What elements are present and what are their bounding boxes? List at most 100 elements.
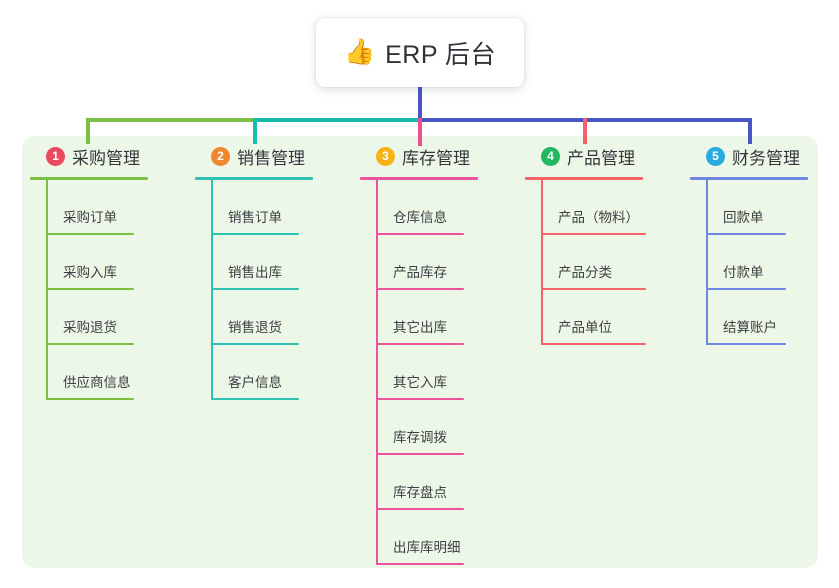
- thumbs-up-icon: 👍: [343, 38, 376, 66]
- branch-item-list: 仓库信息产品库存其它出库其它入库库存调拨库存盘点出库库明细: [360, 180, 512, 565]
- branch-item-label: 结算账户: [723, 320, 777, 335]
- branch-item-rule: [211, 233, 299, 235]
- branch-item-rule: [541, 233, 646, 235]
- branch-header-rule: [690, 177, 808, 180]
- branch-item[interactable]: 结算账户: [690, 290, 820, 345]
- branch-header-5[interactable]: 5 财务管理: [690, 143, 820, 169]
- branch-item[interactable]: 销售出库: [195, 235, 347, 290]
- branch-item-rule: [211, 343, 299, 345]
- root-node-title: ERP 后台: [385, 40, 497, 69]
- branch-item[interactable]: 销售订单: [195, 180, 347, 235]
- branch-item[interactable]: 其它出库: [360, 290, 512, 345]
- branch-item-rule: [46, 288, 134, 290]
- branch-item-label: 其它入库: [393, 375, 447, 390]
- branch-item-label: 采购退货: [63, 320, 117, 335]
- branch-item[interactable]: 出库库明细: [360, 510, 512, 565]
- branch-item-label: 库存盘点: [393, 485, 447, 500]
- branch-item-rule: [376, 343, 464, 345]
- branch-item-rule: [46, 398, 134, 400]
- branch-item-rule: [376, 453, 464, 455]
- branch-item[interactable]: 产品分类: [525, 235, 685, 290]
- branch-column-2: 2 销售管理销售订单销售出库销售退货客户信息: [195, 143, 347, 400]
- branch-item[interactable]: 客户信息: [195, 345, 347, 400]
- branch-item[interactable]: 销售退货: [195, 290, 347, 345]
- branch-item-rule: [376, 233, 464, 235]
- branch-item-rule: [706, 233, 786, 235]
- branch-item[interactable]: 采购退货: [30, 290, 182, 345]
- branch-item-label: 回款单: [723, 210, 764, 225]
- branch-item-label: 产品（物料）: [558, 210, 639, 225]
- connector-drop-3: [418, 118, 422, 146]
- branch-item-list: 回款单付款单结算账户: [690, 180, 820, 345]
- branch-item[interactable]: 产品（物料）: [525, 180, 685, 235]
- branch-title: 财务管理: [732, 148, 800, 168]
- connector-drop-2: [253, 118, 257, 144]
- branch-item-list: 产品（物料） 产品分类产品单位: [525, 180, 685, 345]
- branch-item[interactable]: 付款单: [690, 235, 820, 290]
- branch-item-rule: [706, 343, 786, 345]
- branch-item[interactable]: 采购订单: [30, 180, 182, 235]
- branch-spine: [376, 180, 378, 565]
- branch-number-badge: 5: [706, 146, 725, 166]
- branch-title: 销售管理: [237, 148, 305, 168]
- connector-drop-1: [86, 118, 90, 144]
- branch-item-label: 采购入库: [63, 265, 117, 280]
- branch-panel-background: [22, 136, 818, 568]
- branch-item-list: 采购订单采购入库采购退货供应商信息: [30, 180, 182, 400]
- branch-item-rule: [376, 508, 464, 510]
- connector-drop-5: [748, 118, 752, 144]
- branch-number-badge: 1: [46, 146, 65, 166]
- branch-item-rule: [211, 398, 299, 400]
- branch-item-label: 产品单位: [558, 320, 612, 335]
- branch-item[interactable]: 供应商信息: [30, 345, 182, 400]
- branch-item-label: 客户信息: [228, 375, 282, 390]
- branch-item-label: 出库库明细: [393, 540, 461, 555]
- branch-title: 库存管理: [402, 148, 470, 168]
- branch-header-2[interactable]: 2 销售管理: [195, 143, 347, 169]
- branch-item[interactable]: 回款单: [690, 180, 820, 235]
- branch-item-list: 销售订单销售出库销售退货客户信息: [195, 180, 347, 400]
- branch-spine: [211, 180, 213, 400]
- branch-spine: [46, 180, 48, 400]
- branch-number-badge: 4: [541, 146, 560, 166]
- branch-item-rule: [541, 343, 646, 345]
- branch-item-rule: [706, 288, 786, 290]
- branch-item-rule: [376, 288, 464, 290]
- branch-item-rule: [376, 563, 464, 565]
- connector-bus-teal: [253, 118, 421, 122]
- branch-number-badge: 2: [211, 146, 230, 166]
- branch-item-rule: [211, 288, 299, 290]
- branch-header-rule: [360, 177, 478, 180]
- branch-column-5: 5 财务管理回款单付款单结算账户: [690, 143, 820, 345]
- branch-header-rule: [195, 177, 313, 180]
- branch-header-rule: [525, 177, 643, 180]
- root-node[interactable]: 👍 ERP 后台: [316, 18, 524, 87]
- branch-item-rule: [376, 398, 464, 400]
- branch-item-label: 销售出库: [228, 265, 282, 280]
- branch-item[interactable]: 仓库信息: [360, 180, 512, 235]
- branch-spine: [706, 180, 708, 345]
- branch-number-badge: 3: [376, 146, 395, 166]
- branch-item[interactable]: 采购入库: [30, 235, 182, 290]
- branch-item-label: 供应商信息: [63, 375, 131, 390]
- branch-item-label: 付款单: [723, 265, 764, 280]
- branch-item[interactable]: 库存调拨: [360, 400, 512, 455]
- connector-drop-4: [583, 118, 587, 144]
- branch-column-3: 3 库存管理仓库信息产品库存其它出库其它入库库存调拨库存盘点出库库明细: [360, 143, 512, 565]
- branch-header-rule: [30, 177, 148, 180]
- branch-item-label: 销售订单: [228, 210, 282, 225]
- branch-item[interactable]: 产品单位: [525, 290, 685, 345]
- branch-item[interactable]: 产品库存: [360, 235, 512, 290]
- branch-item[interactable]: 库存盘点: [360, 455, 512, 510]
- branch-item-label: 采购订单: [63, 210, 117, 225]
- connector-root-stem: [418, 87, 422, 121]
- branch-item-label: 仓库信息: [393, 210, 447, 225]
- branch-item-label: 其它出库: [393, 320, 447, 335]
- branch-header-3[interactable]: 3 库存管理: [360, 143, 512, 169]
- branch-item[interactable]: 其它入库: [360, 345, 512, 400]
